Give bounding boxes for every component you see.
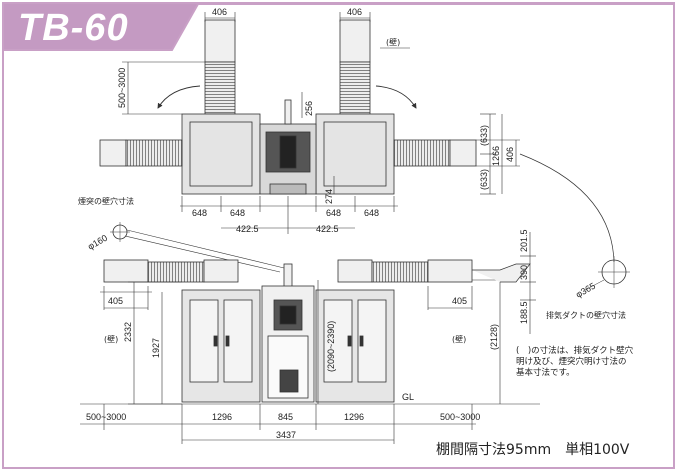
exhaust-callout-arc — [519, 153, 615, 263]
right-front-duct — [371, 261, 429, 283]
wall-label-top: (壁) — [386, 37, 400, 47]
right-duct-cap — [449, 139, 477, 167]
dim-648-3: 648 — [326, 208, 341, 218]
wall-label-right: (壁) — [452, 334, 466, 344]
dim-2332: 2332 — [123, 322, 133, 342]
dim-648-4: 648 — [364, 208, 379, 218]
dim-2090-2390: (2090~2390) — [326, 321, 336, 372]
dim-422-left: 422.5 — [236, 224, 259, 234]
dimension-note: ( )の寸法は、排気ダクト壁穴 明け及び、煙突穴明け寸法の 基本寸法です。 — [516, 346, 666, 379]
dim-405-right: 405 — [452, 296, 467, 306]
note-line-3: 基本寸法です。 — [516, 368, 575, 378]
left-front-duct-top — [203, 259, 239, 283]
dim-201-5: 201.5 — [519, 229, 529, 252]
center-base — [269, 183, 307, 195]
dim-duct-length-top: 500~3000 — [117, 68, 127, 108]
center-mechanism — [279, 369, 299, 393]
dim-633-top: (633) — [479, 125, 489, 146]
left-vertical-duct-cap — [204, 19, 236, 63]
left-duct-flex — [125, 139, 183, 167]
dim-845: 845 — [278, 412, 293, 422]
dim-1266: 1266 — [491, 146, 501, 166]
left-booth-top — [181, 113, 261, 195]
title-banner — [4, 4, 198, 50]
dim-chimney-dia: φ160 — [86, 233, 109, 252]
dim-406-right: 406 — [347, 7, 362, 17]
center-grill-inner — [279, 135, 297, 169]
spec-line: 棚間隔寸法95mm 単相100V — [436, 442, 630, 458]
right-front-duct-top — [337, 259, 373, 283]
right-vertical-duct-flex — [339, 61, 371, 115]
dim-duct-right: 500~3000 — [440, 412, 480, 422]
model-title: TB-60 — [18, 7, 129, 49]
left-hood — [103, 259, 149, 283]
exhaust-hole-label: 排気ダクトの壁穴寸法 — [546, 310, 626, 320]
dim-duct-left: 500~3000 — [86, 412, 126, 422]
wall-label-left: (壁) — [104, 334, 118, 344]
top-view — [99, 19, 477, 195]
dim-2128: (2128) — [489, 324, 499, 350]
dim-3437: 3437 — [276, 430, 296, 440]
dim-422-right: 422.5 — [316, 224, 339, 234]
dim-274: 274 — [324, 189, 334, 204]
dim-406-left: 406 — [212, 7, 227, 17]
chimney-hole-label: 煙突の壁穴寸法 — [78, 196, 134, 206]
note-line-2: 明け及び、煙突穴明け寸法の — [516, 357, 627, 367]
note-line-1: ( )の寸法は、排気ダクト壁穴 — [516, 346, 634, 356]
left-front-duct — [147, 261, 205, 283]
dim-648-2: 648 — [230, 208, 245, 218]
front-view — [103, 259, 473, 403]
dim-1296-right: 1296 — [344, 412, 364, 422]
dim-256: 256 — [304, 101, 314, 116]
dim-1927: 1927 — [151, 338, 161, 358]
dim-406-side: 406 — [505, 147, 515, 162]
dim-648-1: 648 — [192, 208, 207, 218]
right-duct-flex — [393, 139, 451, 167]
dim-405-left: 405 — [108, 296, 123, 306]
dim-1296-left: 1296 — [212, 412, 232, 422]
right-hood — [427, 259, 473, 283]
center-stem — [284, 99, 292, 125]
left-rotate-arrow — [157, 85, 201, 109]
right-vertical-duct-cap — [339, 19, 371, 63]
dim-633-bottom: (633) — [479, 169, 489, 190]
left-duct-cap — [99, 139, 127, 167]
dim-188-5: 188.5 — [519, 301, 529, 324]
center-chimney — [283, 263, 293, 289]
title-banner-edge — [4, 3, 675, 51]
left-vertical-duct-flex — [204, 61, 236, 115]
ground-label: GL — [402, 392, 414, 402]
right-booth-top — [315, 113, 395, 195]
right-rotate-arrow — [375, 85, 417, 109]
dim-390: 390 — [519, 265, 529, 280]
dim-exhaust-dia: φ365 — [574, 281, 597, 300]
